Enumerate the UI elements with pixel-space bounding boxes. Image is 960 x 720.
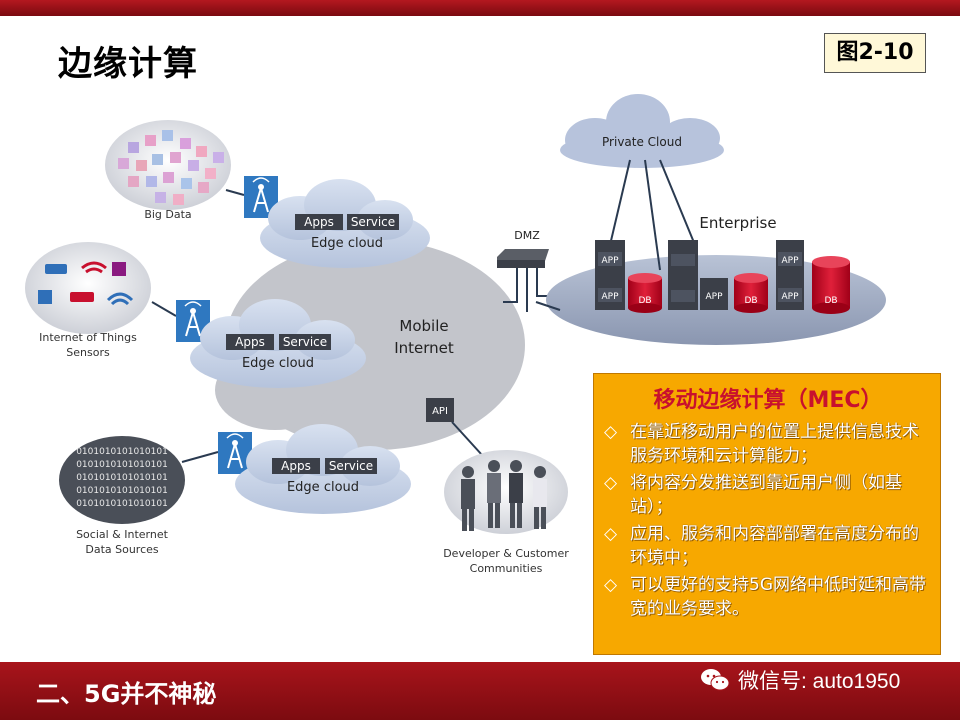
developer-label-line2: Communities bbox=[470, 562, 543, 575]
mobile-internet-line1: Mobile bbox=[399, 317, 448, 335]
developer-community bbox=[444, 450, 568, 534]
server-rack bbox=[595, 240, 625, 310]
db-label: DB bbox=[824, 296, 837, 306]
mobile-internet-line2: Internet bbox=[394, 339, 454, 357]
social-label-line2: Data Sources bbox=[85, 543, 159, 556]
server-rack bbox=[668, 240, 698, 310]
mec-item-text: 可以更好的支持5G网络中低时延和高带宽的业务要求。 bbox=[630, 575, 926, 619]
mec-callout-box: 移动边缘计算（MEC） ◇ 在靠近移动用户的位置上提供信息技术服务环境和云计算能… bbox=[593, 373, 941, 655]
private-cloud-label: Private Cloud bbox=[602, 135, 682, 149]
app-label: APP bbox=[601, 256, 619, 266]
api-label: API bbox=[432, 406, 448, 417]
svg-text:0101010101010101: 0101010101010101 bbox=[76, 486, 168, 496]
db-cylinder bbox=[628, 273, 662, 313]
db-label: DB bbox=[638, 296, 651, 306]
wechat-badge: 微信号: auto1950 bbox=[700, 664, 950, 696]
wechat-icon bbox=[700, 667, 730, 693]
apps-label: Apps bbox=[304, 215, 334, 229]
edge-cloud-bottom bbox=[235, 424, 411, 514]
social-data-sphere: 0101010101010101 0101010101010101 010101… bbox=[59, 436, 185, 524]
svg-text:0101010101010101: 0101010101010101 bbox=[76, 460, 168, 470]
server-rack bbox=[776, 240, 804, 310]
iot-label-line2: Sensors bbox=[66, 346, 110, 359]
mec-item-text: 在靠近移动用户的位置上提供信息技术服务环境和云计算能力； bbox=[630, 422, 919, 466]
footer-section-title: 二、5G并不神秘 bbox=[36, 680, 217, 708]
diamond-bullet-icon: ◇ bbox=[604, 473, 618, 493]
mec-list-item: ◇ 在靠近移动用户的位置上提供信息技术服务环境和云计算能力； bbox=[604, 420, 932, 468]
app-label: APP bbox=[601, 292, 619, 302]
svg-text:0101010101010101: 0101010101010101 bbox=[76, 499, 168, 509]
iot-sensors-cluster bbox=[25, 242, 151, 334]
app-label: APP bbox=[781, 256, 799, 266]
mec-list-item: ◇ 可以更好的支持5G网络中低时延和高带宽的业务要求。 bbox=[604, 573, 932, 621]
server-rack bbox=[700, 278, 728, 310]
edge-cloud-middle bbox=[190, 299, 366, 388]
db-label: DB bbox=[744, 296, 757, 306]
dmz-firewall bbox=[497, 249, 549, 312]
big-data-cluster bbox=[105, 120, 231, 210]
edge-computing-diagram: Big Data Internet of Things Sensors 0101… bbox=[0, 90, 960, 660]
svg-text:0101010101010101: 0101010101010101 bbox=[76, 473, 168, 483]
edge-cloud-label: Edge cloud bbox=[287, 480, 359, 495]
iot-label-line1: Internet of Things bbox=[39, 331, 137, 344]
db-cylinder bbox=[812, 256, 850, 314]
diamond-bullet-icon: ◇ bbox=[604, 575, 618, 595]
big-data-label: Big Data bbox=[144, 208, 191, 221]
social-label-line1: Social & Internet bbox=[76, 528, 169, 541]
dmz-label: DMZ bbox=[514, 229, 540, 242]
bottom-bar bbox=[0, 662, 960, 720]
mec-item-text: 将内容分发推送到靠近用户侧（如基站）； bbox=[630, 473, 902, 517]
service-label: Service bbox=[351, 215, 395, 229]
top-bar bbox=[0, 0, 960, 16]
developer-label-line1: Developer & Customer bbox=[443, 547, 569, 560]
figure-label: 图2-10 bbox=[824, 33, 926, 73]
slide-title: 边缘计算 bbox=[58, 44, 198, 84]
apps-label: Apps bbox=[281, 459, 311, 473]
diamond-bullet-icon: ◇ bbox=[604, 422, 618, 442]
tower-icon bbox=[218, 432, 252, 474]
mec-list-item: ◇ 应用、服务和内容部部署在高度分布的环境中； bbox=[604, 522, 932, 570]
mec-item-text: 应用、服务和内容部部署在高度分布的环境中； bbox=[630, 524, 919, 568]
wechat-id-text: 微信号: auto1950 bbox=[738, 670, 901, 693]
mec-list-item: ◇ 将内容分发推送到靠近用户侧（如基站）； bbox=[604, 471, 932, 519]
svg-text:0101010101010101: 0101010101010101 bbox=[76, 447, 168, 457]
mec-title: 移动边缘计算（MEC） bbox=[653, 388, 883, 413]
db-cylinder bbox=[734, 273, 768, 313]
edge-cloud-label: Edge cloud bbox=[242, 356, 314, 371]
app-label: APP bbox=[705, 292, 723, 302]
edge-cloud-top bbox=[260, 179, 430, 268]
service-label: Service bbox=[283, 335, 327, 349]
apps-label: Apps bbox=[235, 335, 265, 349]
diamond-bullet-icon: ◇ bbox=[604, 524, 618, 544]
edge-cloud-label: Edge cloud bbox=[311, 236, 383, 251]
private-cloud bbox=[560, 94, 724, 168]
enterprise-label: Enterprise bbox=[699, 214, 776, 232]
api-box bbox=[426, 398, 454, 422]
service-label: Service bbox=[329, 459, 373, 473]
app-label: APP bbox=[781, 292, 799, 302]
